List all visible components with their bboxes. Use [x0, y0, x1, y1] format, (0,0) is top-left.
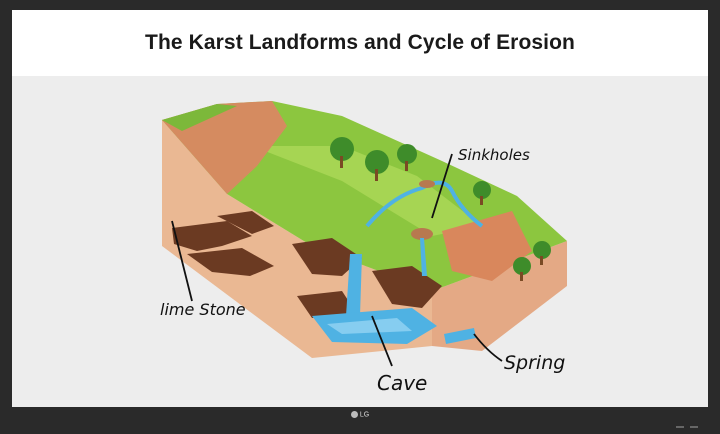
- surface-stream: [365, 180, 484, 228]
- karst-illustration: [162, 101, 567, 367]
- cave-tunnels: [172, 211, 442, 318]
- brand-logo-text: LG: [359, 411, 370, 419]
- waterfall: [346, 254, 362, 316]
- pointer-spring: [473, 333, 503, 362]
- label-sinkholes: Sinkholes: [458, 146, 530, 164]
- slide-title-bar: The Karst Landforms and Cycle of Erosion: [12, 10, 708, 76]
- indicator-light-2: [690, 426, 698, 428]
- right-cliff: [442, 211, 532, 281]
- label-spring: Spring: [504, 352, 566, 374]
- rock-face-right: [432, 241, 567, 351]
- spring-outlet: [444, 328, 476, 344]
- trees: [330, 137, 551, 281]
- slide-content: Sinkholes lime Stone Cave Spring: [12, 76, 708, 407]
- sinkhole-1: [411, 228, 433, 240]
- slide-screen: The Karst Landforms and Cycle of Erosion: [12, 10, 708, 407]
- pointer-sinkholes: [431, 153, 453, 219]
- rock-face-left: [162, 120, 432, 358]
- sinkhole-2: [419, 180, 435, 188]
- lg-logo-icon: [350, 411, 358, 418]
- pointer-limestone: [171, 220, 193, 302]
- pointer-cave: [371, 315, 393, 367]
- slide-title: The Karst Landforms and Cycle of Erosion: [145, 31, 575, 54]
- indicator-light-1: [676, 426, 684, 428]
- label-cave: Cave: [377, 371, 428, 395]
- label-limestone: lime Stone: [160, 300, 246, 319]
- brand-logo: LG: [340, 411, 380, 418]
